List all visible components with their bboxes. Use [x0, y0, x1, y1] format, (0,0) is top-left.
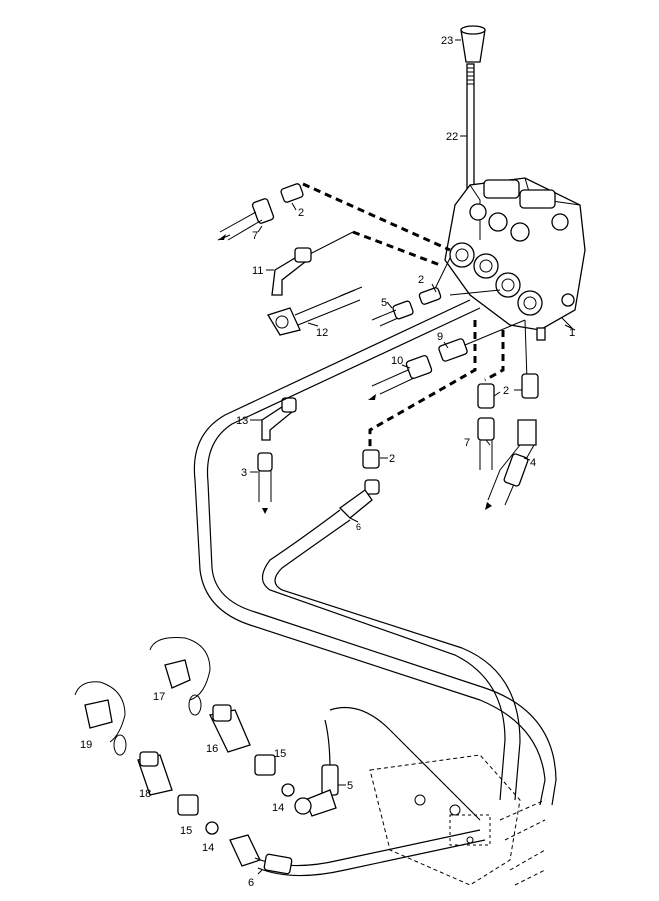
fitting-2-upper	[280, 183, 304, 203]
control-knob	[455, 25, 486, 63]
fitting-10	[368, 354, 433, 400]
label-18: 18	[139, 788, 151, 800]
fitting-3	[257, 452, 273, 514]
fitting-2-right-b	[521, 373, 539, 399]
label-16: 16	[206, 743, 218, 755]
adapter-15-lower	[177, 794, 219, 835]
label-12: 12	[316, 327, 328, 339]
fitting-2-mid	[418, 287, 442, 305]
elbow-fitting-13	[261, 397, 297, 441]
label-2-lower: 2	[389, 453, 395, 465]
fitting-2-lower	[362, 449, 380, 495]
fitting-5-upper	[371, 300, 414, 327]
label-1: 1	[569, 327, 575, 339]
label-10: 10	[391, 355, 403, 367]
dashed-connection-lines	[302, 182, 505, 448]
label-5-top: 5	[381, 297, 387, 309]
label-11: 11	[252, 265, 263, 277]
label-2-mid: 2	[418, 274, 424, 286]
label-17: 17	[153, 691, 165, 703]
label-6-mid: 6	[356, 522, 361, 532]
label-4: 4	[530, 457, 536, 469]
label-7-lower: 7	[464, 437, 470, 449]
label-14-upper: 14	[272, 802, 284, 814]
leader-lines	[250, 202, 576, 875]
dust-cap-19	[74, 681, 127, 756]
label-14-lower: 14	[202, 842, 214, 854]
hose-end-6-mid	[338, 489, 373, 519]
valve-body	[444, 177, 586, 341]
label-3: 3	[241, 467, 247, 479]
control-lever	[460, 63, 475, 205]
label-6-lower: 6	[248, 877, 254, 889]
label-5-lower: 5	[347, 780, 353, 792]
label-22: 22	[446, 131, 458, 143]
hose-4	[485, 419, 537, 510]
label-9: 9	[437, 331, 443, 343]
label-19: 19	[80, 739, 92, 751]
long-hose-outer	[193, 299, 557, 806]
coupler-18	[137, 751, 173, 796]
label-2-right: 2	[503, 385, 509, 397]
fitting-7-lower	[477, 417, 495, 470]
hose-lower-right	[294, 706, 481, 821]
label-15-upper: 15	[274, 748, 286, 760]
fitting-7-upper	[217, 198, 275, 241]
part-labels: 23 22 2 7 11 2 5 12 1 9 10 2 13 7 2 4 3 …	[80, 35, 575, 889]
fitting-2-right-a	[477, 383, 495, 409]
tractor-frame-bracket	[369, 754, 546, 886]
elbow-fitting-11	[271, 247, 312, 296]
label-23: 23	[441, 35, 453, 47]
dust-cap-17	[149, 637, 211, 716]
hose-end-6-lower	[229, 829, 486, 877]
elbow-fitting-12	[267, 286, 363, 336]
label-7-top: 7	[252, 230, 258, 242]
adapter-15-upper	[254, 754, 295, 797]
feed-lines	[307, 231, 528, 381]
coupler-16	[209, 704, 251, 753]
long-hose-inner	[261, 509, 521, 801]
label-13: 13	[236, 415, 248, 427]
label-2-top: 2	[298, 207, 304, 219]
label-15-lower: 15	[180, 825, 192, 837]
